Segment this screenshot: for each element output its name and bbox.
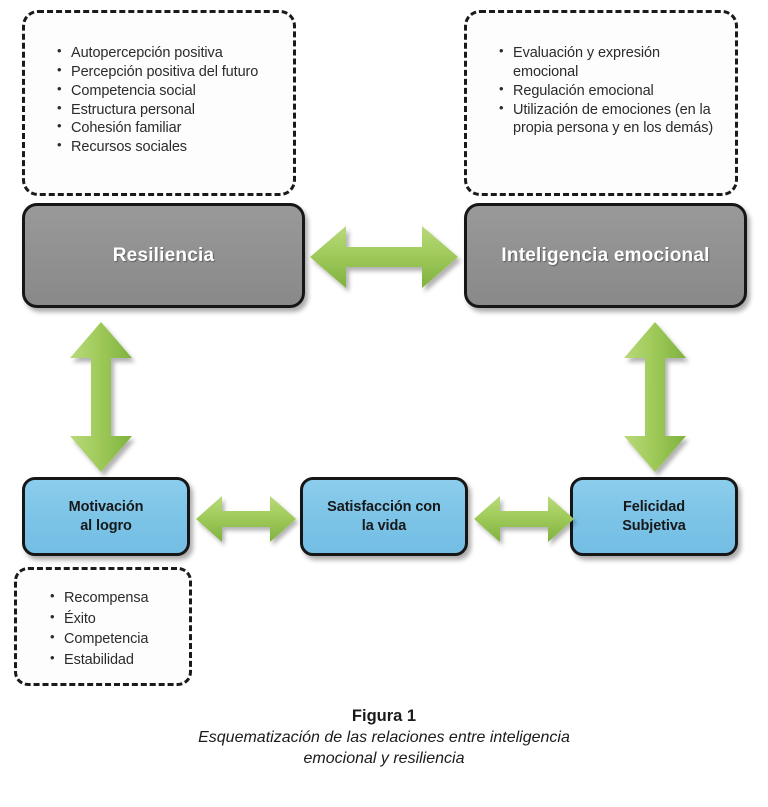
list-item: Recursos sociales	[57, 137, 293, 157]
arrow-felicidad-subjetiva-inteligencia-emocional-icon	[624, 322, 686, 472]
node-satisfaccion-con-la-vida: Satisfacción con la vida	[300, 477, 468, 556]
figure-caption-subtitle: Esquematización de las relaciones entre …	[0, 728, 768, 770]
arrow-satisfaccion-con-la-vida-felicidad-subjetiva-icon	[474, 496, 574, 542]
list-item: Competencia	[50, 628, 189, 650]
node-satisfaccion-con-la-vida-label: Satisfacción con la vida	[327, 498, 441, 534]
label-line-1: Satisfacción con	[327, 499, 441, 516]
motivacion-al-logro-traits-box: Recompensa Éxito Competencia Estabilidad	[14, 567, 192, 686]
arrow-resiliencia-inteligencia-emocional-icon	[310, 226, 458, 288]
caption-line-2: emocional y resiliencia	[303, 750, 465, 768]
arrow-motivacion-al-logro-resiliencia-icon	[70, 322, 132, 472]
list-item: Competencia social	[57, 81, 293, 101]
node-felicidad-subjetiva-label: Felicidad Subjetiva	[622, 498, 686, 534]
list-item: Utilización de emociones (en la propia p…	[499, 100, 715, 139]
list-item: Percepción positiva del futuro	[57, 62, 293, 82]
node-inteligencia-emocional-label: Inteligencia emocional	[501, 244, 710, 266]
arrow-motivacion-al-logro-satisfaccion-con-la-vida-icon	[196, 496, 296, 542]
resiliencia-traits-box: Autopercepción positiva Percepción posit…	[22, 10, 296, 196]
list-item: Evaluación y expresión emocional	[499, 43, 715, 82]
figure-caption: Figura 1 Esquematización de las relacion…	[0, 705, 768, 770]
list-item: Cohesión familiar	[57, 118, 293, 138]
inteligencia-emocional-traits-list: Evaluación y expresión emocional Regulac…	[467, 13, 735, 138]
motivacion-al-logro-traits-list: Recompensa Éxito Competencia Estabilidad	[17, 570, 189, 670]
list-item: Recompensa	[50, 587, 189, 609]
label-line-2: la vida	[361, 517, 407, 534]
node-resiliencia-label: Resiliencia	[112, 244, 215, 266]
caption-line-1: Esquematización de las relaciones entre …	[198, 729, 570, 747]
label-line-2: al logro	[80, 517, 132, 534]
list-item: Regulación emocional	[499, 81, 715, 101]
list-item: Éxito	[50, 608, 189, 630]
node-motivacion-al-logro: Motivación al logro	[22, 477, 190, 556]
figure-caption-title: Figura 1	[351, 707, 417, 725]
node-motivacion-al-logro-label: Motivación al logro	[69, 498, 144, 534]
inteligencia-emocional-traits-box: Evaluación y expresión emocional Regulac…	[464, 10, 738, 196]
node-resiliencia: Resiliencia	[22, 203, 305, 308]
resiliencia-traits-list: Autopercepción positiva Percepción posit…	[25, 13, 293, 157]
list-item: Autopercepción positiva	[57, 43, 293, 63]
label-line-2: Subjetiva	[622, 517, 686, 534]
list-item: Estabilidad	[50, 649, 189, 671]
node-inteligencia-emocional: Inteligencia emocional	[464, 203, 747, 308]
label-line-1: Motivación	[68, 499, 144, 516]
label-line-1: Felicidad	[623, 499, 685, 516]
list-item: Estructura personal	[57, 100, 293, 120]
node-felicidad-subjetiva: Felicidad Subjetiva	[570, 477, 738, 556]
